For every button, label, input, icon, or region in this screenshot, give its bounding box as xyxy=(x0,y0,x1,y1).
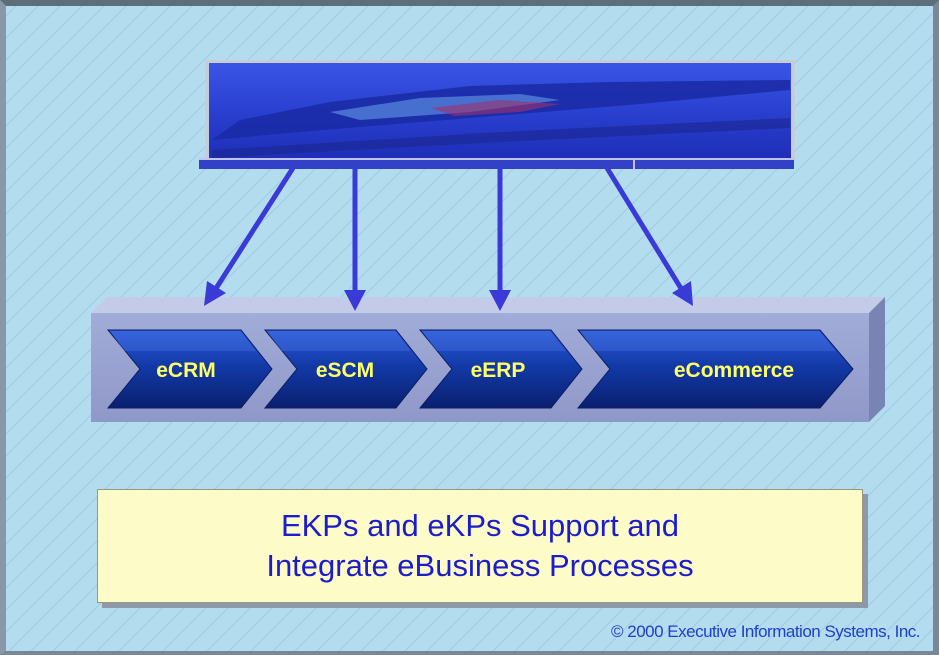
caption-box: EKPs and eKPs Support and Integrate eBus… xyxy=(97,489,863,603)
process-chevron-ecommerce: eCommerce xyxy=(576,329,854,409)
arrow-to-escm xyxy=(344,168,366,311)
process-label-ecrm: eCRM xyxy=(156,359,216,382)
caption-line-1: EKPs and eKPs Support and xyxy=(280,508,680,543)
process-label-escm: eSCM xyxy=(316,359,374,382)
connector-arrows xyxy=(204,166,693,311)
copyright-notice: © 2000 Executive Information Systems, In… xyxy=(610,622,921,641)
process-chevron-ecrm: eCRM xyxy=(106,329,273,409)
arrow-to-ecommerce xyxy=(604,166,693,306)
arrow-to-ecrm xyxy=(204,166,296,306)
process-label-eerp: eERP xyxy=(471,359,526,382)
caption-line-2: Integrate eBusiness Processes xyxy=(266,548,694,583)
process-label-ecommerce: eCommerce xyxy=(674,359,794,382)
slide-bevel-top xyxy=(0,0,939,6)
process-chevron-eerp: eERP xyxy=(418,329,583,409)
portal-banner-image xyxy=(199,60,795,169)
arrow-to-eerp xyxy=(489,168,511,311)
process-chevron-escm: eSCM xyxy=(263,329,428,409)
slide-bevel-left xyxy=(0,0,6,655)
process-bar-side xyxy=(869,297,885,422)
